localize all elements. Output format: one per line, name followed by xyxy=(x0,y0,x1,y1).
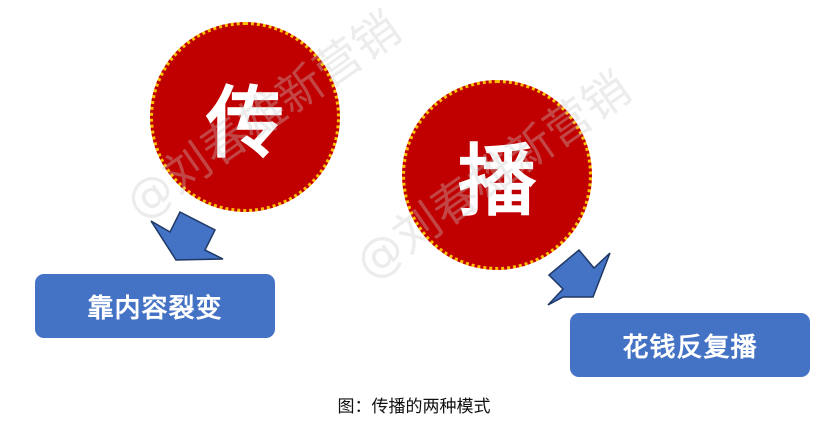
box-label: 花钱反复播 xyxy=(622,332,758,363)
arrow-down-left-icon xyxy=(150,210,224,261)
circle-label: 播 xyxy=(457,137,536,227)
arrow-down-left-icon xyxy=(547,248,611,306)
box-paid-repeat: 花钱反复播 xyxy=(570,313,810,377)
box-content-viral: 靠内容裂变 xyxy=(35,274,275,338)
circle-chuan: 传 xyxy=(150,22,340,212)
figure-caption: 图：传播的两种模式 xyxy=(337,397,491,417)
circle-label: 传 xyxy=(205,79,284,169)
circle-bo: 播 xyxy=(402,80,592,270)
box-label: 靠内容裂变 xyxy=(87,293,223,324)
